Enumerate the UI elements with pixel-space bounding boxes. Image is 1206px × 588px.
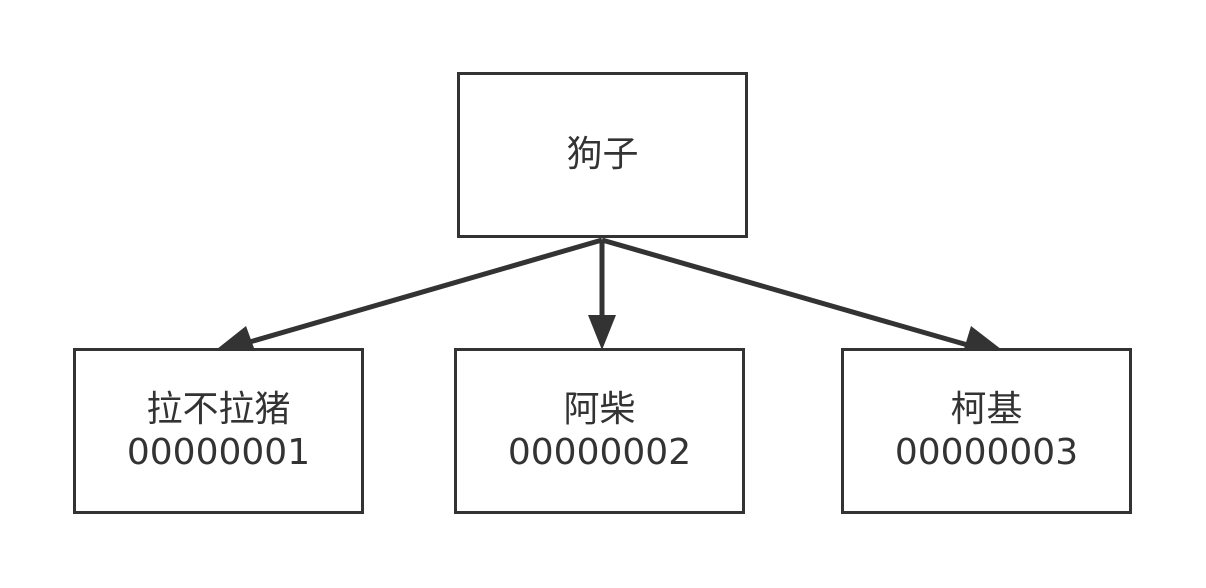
edge-root-to-left — [212, 237, 603, 353]
root-node-label: 狗子 — [566, 134, 639, 176]
arrowhead-left — [212, 326, 254, 353]
child-node-middle-code: 00000002 — [507, 432, 692, 473]
child-node-right-code: 00000003 — [894, 432, 1079, 473]
child-node-right: 柯基 00000003 — [841, 348, 1132, 514]
child-node-left-code: 00000001 — [126, 432, 311, 473]
edge-root-to-right — [601, 237, 1006, 353]
child-node-middle: 阿柴 00000002 — [454, 348, 745, 514]
child-node-right-name: 柯基 — [950, 388, 1023, 430]
root-node: 狗子 — [457, 72, 748, 238]
edge-root-to-middle — [588, 240, 616, 350]
arrowhead-middle — [588, 315, 616, 350]
child-node-left: 拉不拉猪 00000001 — [73, 348, 364, 514]
arrowhead-right — [964, 326, 1006, 353]
child-node-middle-name: 阿柴 — [563, 388, 636, 430]
child-node-left-name: 拉不拉猪 — [146, 388, 291, 430]
